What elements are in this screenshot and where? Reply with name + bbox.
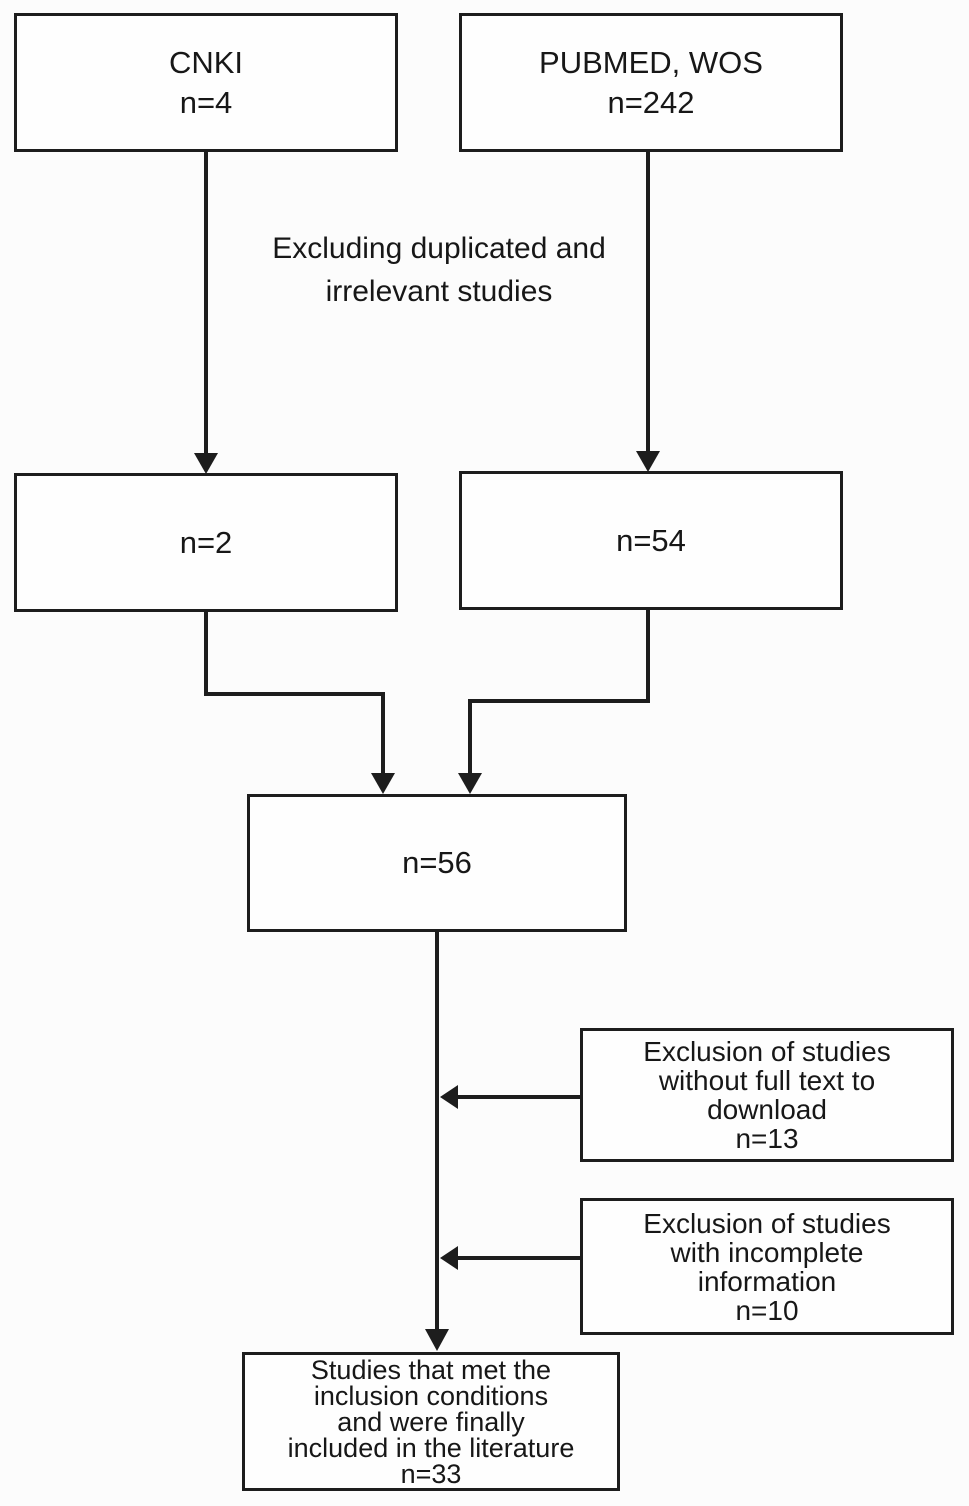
label-line: studies: [457, 275, 553, 308]
box-pubmed-screened: n=54: [459, 471, 843, 610]
label-excluding-duplicated: Excluding duplicated and irrelevant stud…: [239, 227, 639, 313]
included-line: inclusion conditions: [313, 1380, 549, 1411]
box-pubmed-count: n=242: [607, 84, 695, 120]
exclusion-line: information: [697, 1265, 837, 1297]
arrow-pubmed-to-n54: [636, 152, 660, 472]
exclusion-line: with incomplete: [670, 1236, 864, 1268]
exclusion-count: n=13: [735, 1123, 799, 1154]
exclusion-count: n=10: [735, 1294, 799, 1326]
arrow-cnki-to-n2: [194, 152, 218, 474]
arrow-excl-fulltext-to-line: [440, 1085, 580, 1109]
arrow-excl-incomplete-to-line: [440, 1246, 580, 1270]
label-line: and irrelevant: [325, 232, 606, 308]
exclusion-line: Exclusion of studies: [643, 1036, 891, 1067]
box-n54-count: n=54: [616, 522, 686, 558]
arrow-n2-to-n56: [204, 612, 395, 794]
exclusion-line: download: [707, 1094, 827, 1125]
included-count: n=33: [400, 1458, 462, 1489]
arrow-n54-to-n56: [458, 610, 650, 794]
box-pubmed-source: PUBMED, WOS: [539, 44, 763, 80]
box-exclusion-no-fulltext: Exclusion of studies without full text t…: [580, 1028, 954, 1162]
box-cnki: CNKI n=4: [14, 13, 398, 152]
box-cnki-source: CNKI: [168, 44, 244, 80]
included-line: included in the literature: [287, 1432, 575, 1463]
exclusion-line: without full text to: [658, 1065, 876, 1096]
box-n2-count: n=2: [179, 524, 233, 560]
box-n56-count: n=56: [402, 845, 472, 880]
box-pubmed-wos: PUBMED, WOS n=242: [459, 13, 843, 152]
arrow-n56-to-included: [425, 932, 449, 1351]
box-cnki-count: n=4: [179, 84, 233, 120]
box-cnki-screened: n=2: [14, 473, 398, 612]
included-line: and were finally: [337, 1406, 525, 1437]
included-line: Studies that met the: [310, 1354, 552, 1385]
box-exclusion-incomplete-info: Exclusion of studies with incomplete inf…: [580, 1198, 954, 1335]
box-included-studies: Studies that met the inclusion condition…: [242, 1352, 620, 1491]
box-merged: n=56: [247, 794, 627, 932]
exclusion-line: Exclusion of studies: [643, 1207, 891, 1239]
label-line: Excluding duplicated: [272, 232, 548, 265]
